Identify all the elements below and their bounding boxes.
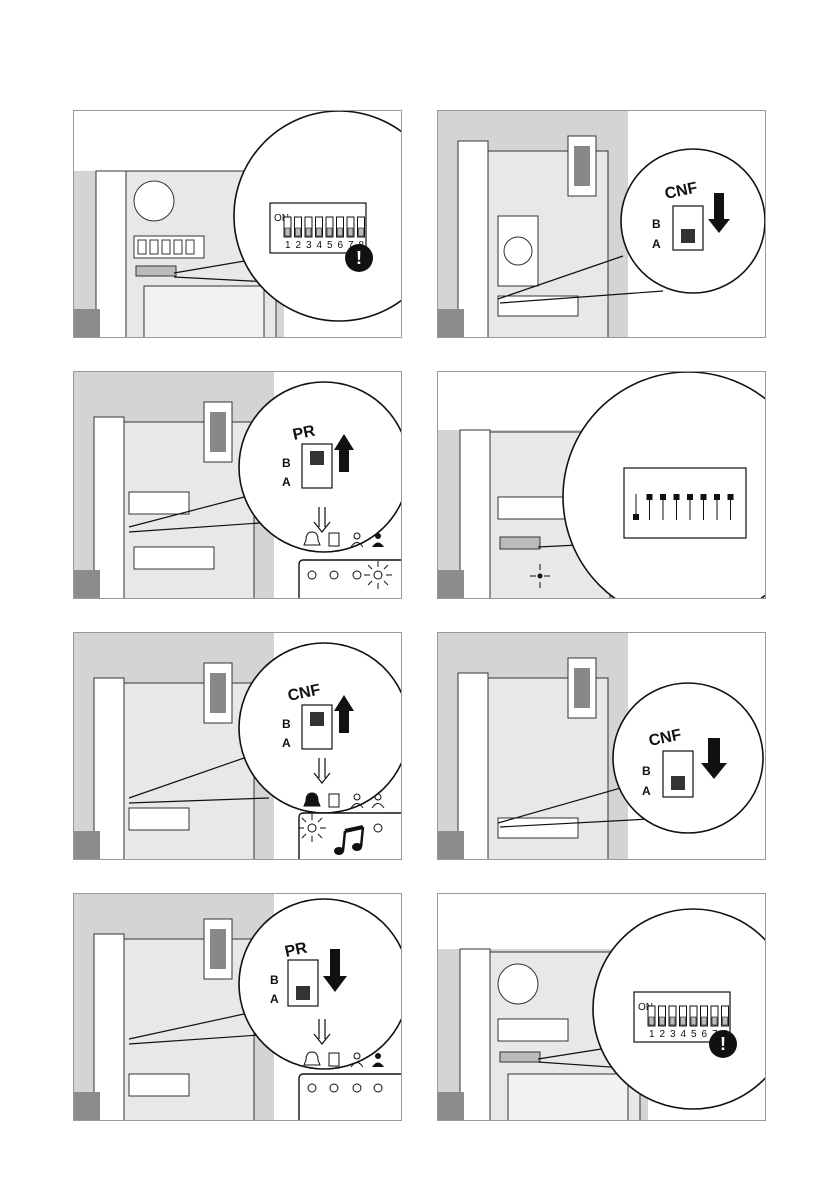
- dip-diagram-marker-2: [647, 494, 653, 500]
- dip-knob: [359, 228, 364, 236]
- dip-diagram-marker-5: [687, 494, 693, 500]
- dip-knob: [649, 1017, 654, 1025]
- dip-switch-block: ON 12345678: [270, 203, 366, 253]
- a-label: A: [652, 237, 661, 251]
- dip-knob: [670, 1017, 675, 1025]
- figure-panel-4: [437, 371, 766, 599]
- b-label: B: [642, 764, 651, 778]
- svg-text:!: !: [720, 1034, 726, 1054]
- device-illustration: PR B A: [74, 894, 402, 1121]
- device-illustration: PR B A: [74, 372, 402, 599]
- figure-panel-1: ON 12345678 !: [73, 110, 402, 338]
- dip-diagram-marker-1: [633, 514, 639, 520]
- device-illustration: ON 12345678 !: [438, 894, 766, 1121]
- dip-number-1: 1: [285, 240, 291, 251]
- svg-text:!: !: [356, 248, 362, 268]
- b-label: B: [282, 456, 291, 470]
- a-label: A: [282, 736, 291, 750]
- dip-knob: [723, 1017, 728, 1025]
- b-label: B: [270, 973, 279, 987]
- dip-number-3: 3: [306, 240, 312, 251]
- dip-knob: [296, 228, 301, 236]
- dip-diagram-marker-4: [674, 494, 680, 500]
- figure-panel-2: CNF B A: [437, 110, 766, 338]
- dip-number-6: 6: [338, 240, 344, 251]
- figure-panel-7: PR B A: [73, 893, 402, 1121]
- dip-number-4: 4: [681, 1029, 687, 1040]
- dip-number-2: 2: [296, 240, 302, 251]
- dip-configuration-diagram: [624, 468, 746, 538]
- device-illustration: CNF B A: [438, 111, 766, 338]
- dip-diagram-marker-8: [728, 494, 734, 500]
- figure-panel-5: CNF B A: [73, 632, 402, 860]
- b-label: B: [282, 717, 291, 731]
- device-illustration: ON 12345678 !: [74, 111, 402, 338]
- dip-number-4: 4: [317, 240, 323, 251]
- dip-number-5: 5: [327, 240, 333, 251]
- dip-knob: [681, 1017, 686, 1025]
- a-label: A: [270, 992, 279, 1006]
- dip-number-5: 5: [691, 1029, 697, 1040]
- dip-knob: [327, 228, 332, 236]
- dip-knob: [691, 1017, 696, 1025]
- a-label: A: [642, 784, 651, 798]
- device-illustration: [438, 372, 766, 599]
- a-label: A: [282, 475, 291, 489]
- dip-knob: [306, 228, 311, 236]
- dip-knob: [712, 1017, 717, 1025]
- figure-panel-3: PR B A: [73, 371, 402, 599]
- device-illustration: CNF B A: [74, 633, 402, 860]
- figure-panel-6: CNF B A: [437, 632, 766, 860]
- dip-number-3: 3: [670, 1029, 676, 1040]
- figure-panel-8: ON 12345678 !: [437, 893, 766, 1121]
- dip-number-2: 2: [660, 1029, 666, 1040]
- dip-number-6: 6: [702, 1029, 708, 1040]
- dip-diagram-marker-7: [714, 494, 720, 500]
- dip-knob: [338, 228, 343, 236]
- dip-knob: [348, 228, 353, 236]
- device-illustration: CNF B A: [438, 633, 766, 860]
- person-icon: [372, 1053, 384, 1067]
- warning-icon: !: [345, 244, 373, 272]
- warning-icon: !: [709, 1030, 737, 1058]
- dip-diagram-marker-3: [660, 494, 666, 500]
- dip-knob: [702, 1017, 707, 1025]
- b-label: B: [652, 217, 661, 231]
- dip-knob: [317, 228, 322, 236]
- dip-knob: [660, 1017, 665, 1025]
- dip-diagram-marker-6: [701, 494, 707, 500]
- dip-number-1: 1: [649, 1029, 655, 1040]
- dip-knob: [285, 228, 290, 236]
